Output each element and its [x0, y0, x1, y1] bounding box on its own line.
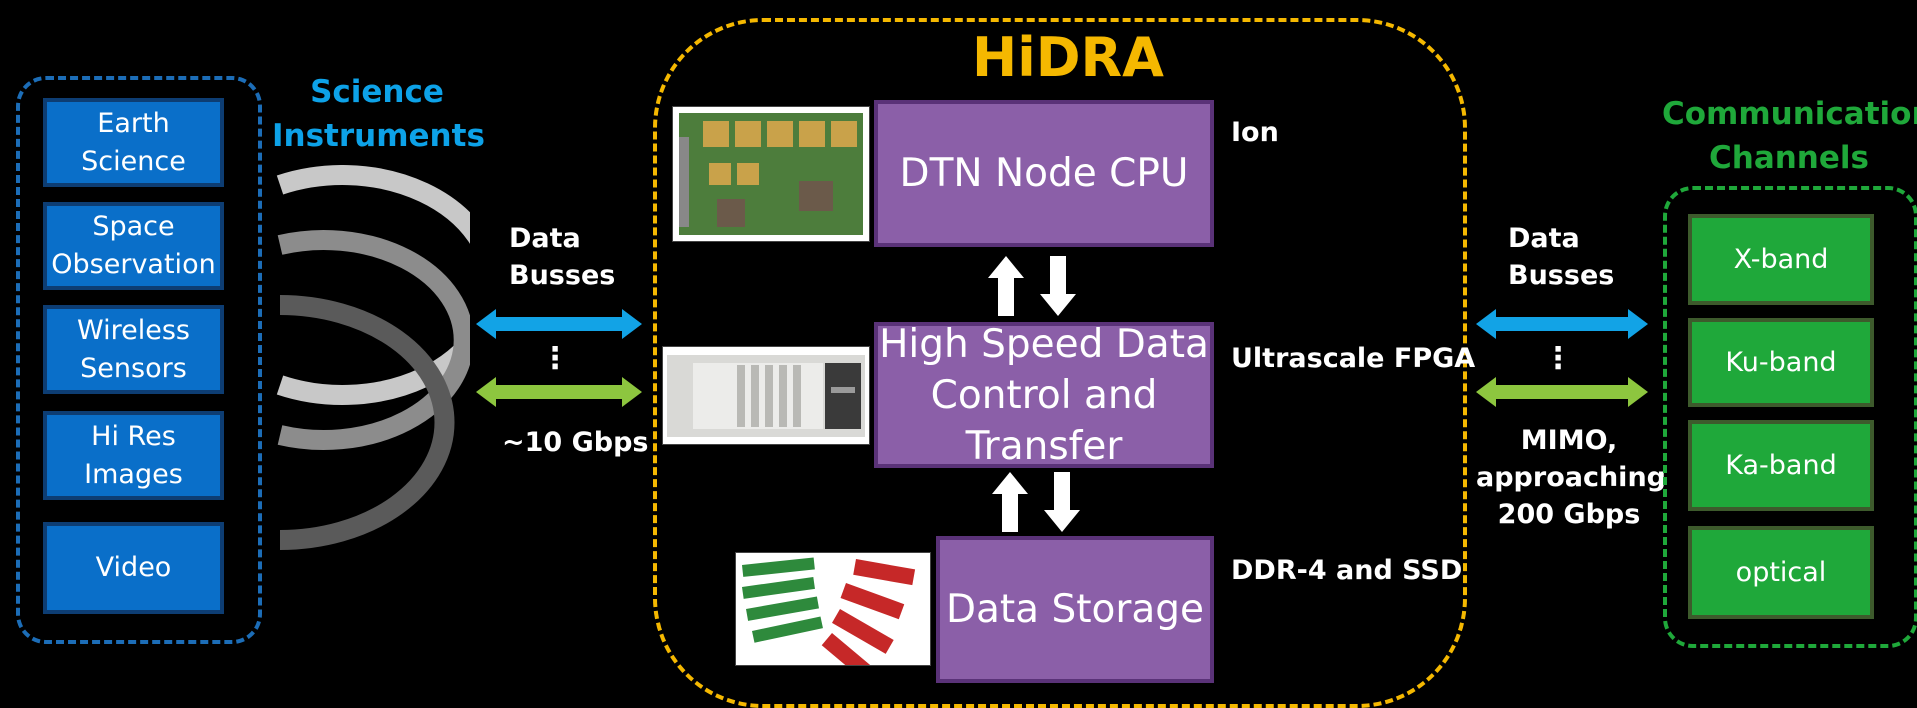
right-bus-rate: MIMO, approaching 200 Gbps [1476, 425, 1666, 530]
fpga-storage-down-arrow [1044, 472, 1080, 532]
left-blue-bus-arrow [476, 309, 642, 339]
signal-rings [276, 165, 470, 550]
left-ellipsis: ⋮ [540, 341, 570, 376]
fpga-chassis-image [662, 346, 870, 445]
comm-item-optical: optical [1688, 526, 1874, 619]
fpga-annotation: Ultrascale FPGA [1231, 343, 1476, 374]
fpga-storage-up-arrow [992, 472, 1028, 532]
left-bus-rate: ~10 Gbps [502, 427, 649, 458]
ring-mid [277, 230, 470, 450]
right-ellipsis: ⋮ [1543, 341, 1573, 376]
hidra-title: HiDRA [972, 26, 1164, 89]
data-storage-block: Data Storage [936, 536, 1214, 683]
communication-channels-group [1663, 186, 1917, 648]
right-data-busses-label: Data Busses [1508, 223, 1615, 291]
cpu-fpga-down-arrow [1040, 256, 1076, 316]
dtn-node-cpu-block: DTN Node CPU [874, 100, 1214, 247]
left-green-bus-arrow [476, 377, 642, 407]
science-instruments-title: Science Instruments [272, 74, 485, 154]
science-instruments-group [16, 76, 262, 644]
communication-channels-title: Communication Channels [1662, 96, 1917, 176]
cpu-board-image [672, 106, 870, 242]
comm-item-ku-band: Ku-band [1688, 318, 1874, 407]
cpu-fpga-up-arrow [988, 256, 1024, 316]
comm-item-ka-band: Ka-band [1688, 420, 1874, 511]
right-green-bus-arrow [1476, 377, 1648, 407]
science-item-space-observation: Space Observation [43, 202, 224, 290]
science-item-earth-science: Earth Science [43, 98, 224, 187]
right-blue-bus-arrow [1476, 309, 1648, 339]
cpu-annotation: Ion [1231, 117, 1279, 148]
storage-annotation: DDR-4 and SSD [1231, 555, 1463, 586]
ring-dark [279, 295, 455, 550]
science-item-hi-res-images: Hi Res Images [43, 411, 224, 500]
high-speed-data-control-block: High Speed Data Control and Transfer [874, 322, 1214, 469]
ring-light [276, 165, 470, 405]
science-item-wireless-sensors: Wireless Sensors [43, 305, 224, 394]
memory-modules-image [735, 552, 931, 666]
left-data-busses-label: Data Busses [509, 223, 616, 291]
science-item-video: Video [43, 522, 224, 614]
comm-item-x-band: X-band [1688, 214, 1874, 305]
